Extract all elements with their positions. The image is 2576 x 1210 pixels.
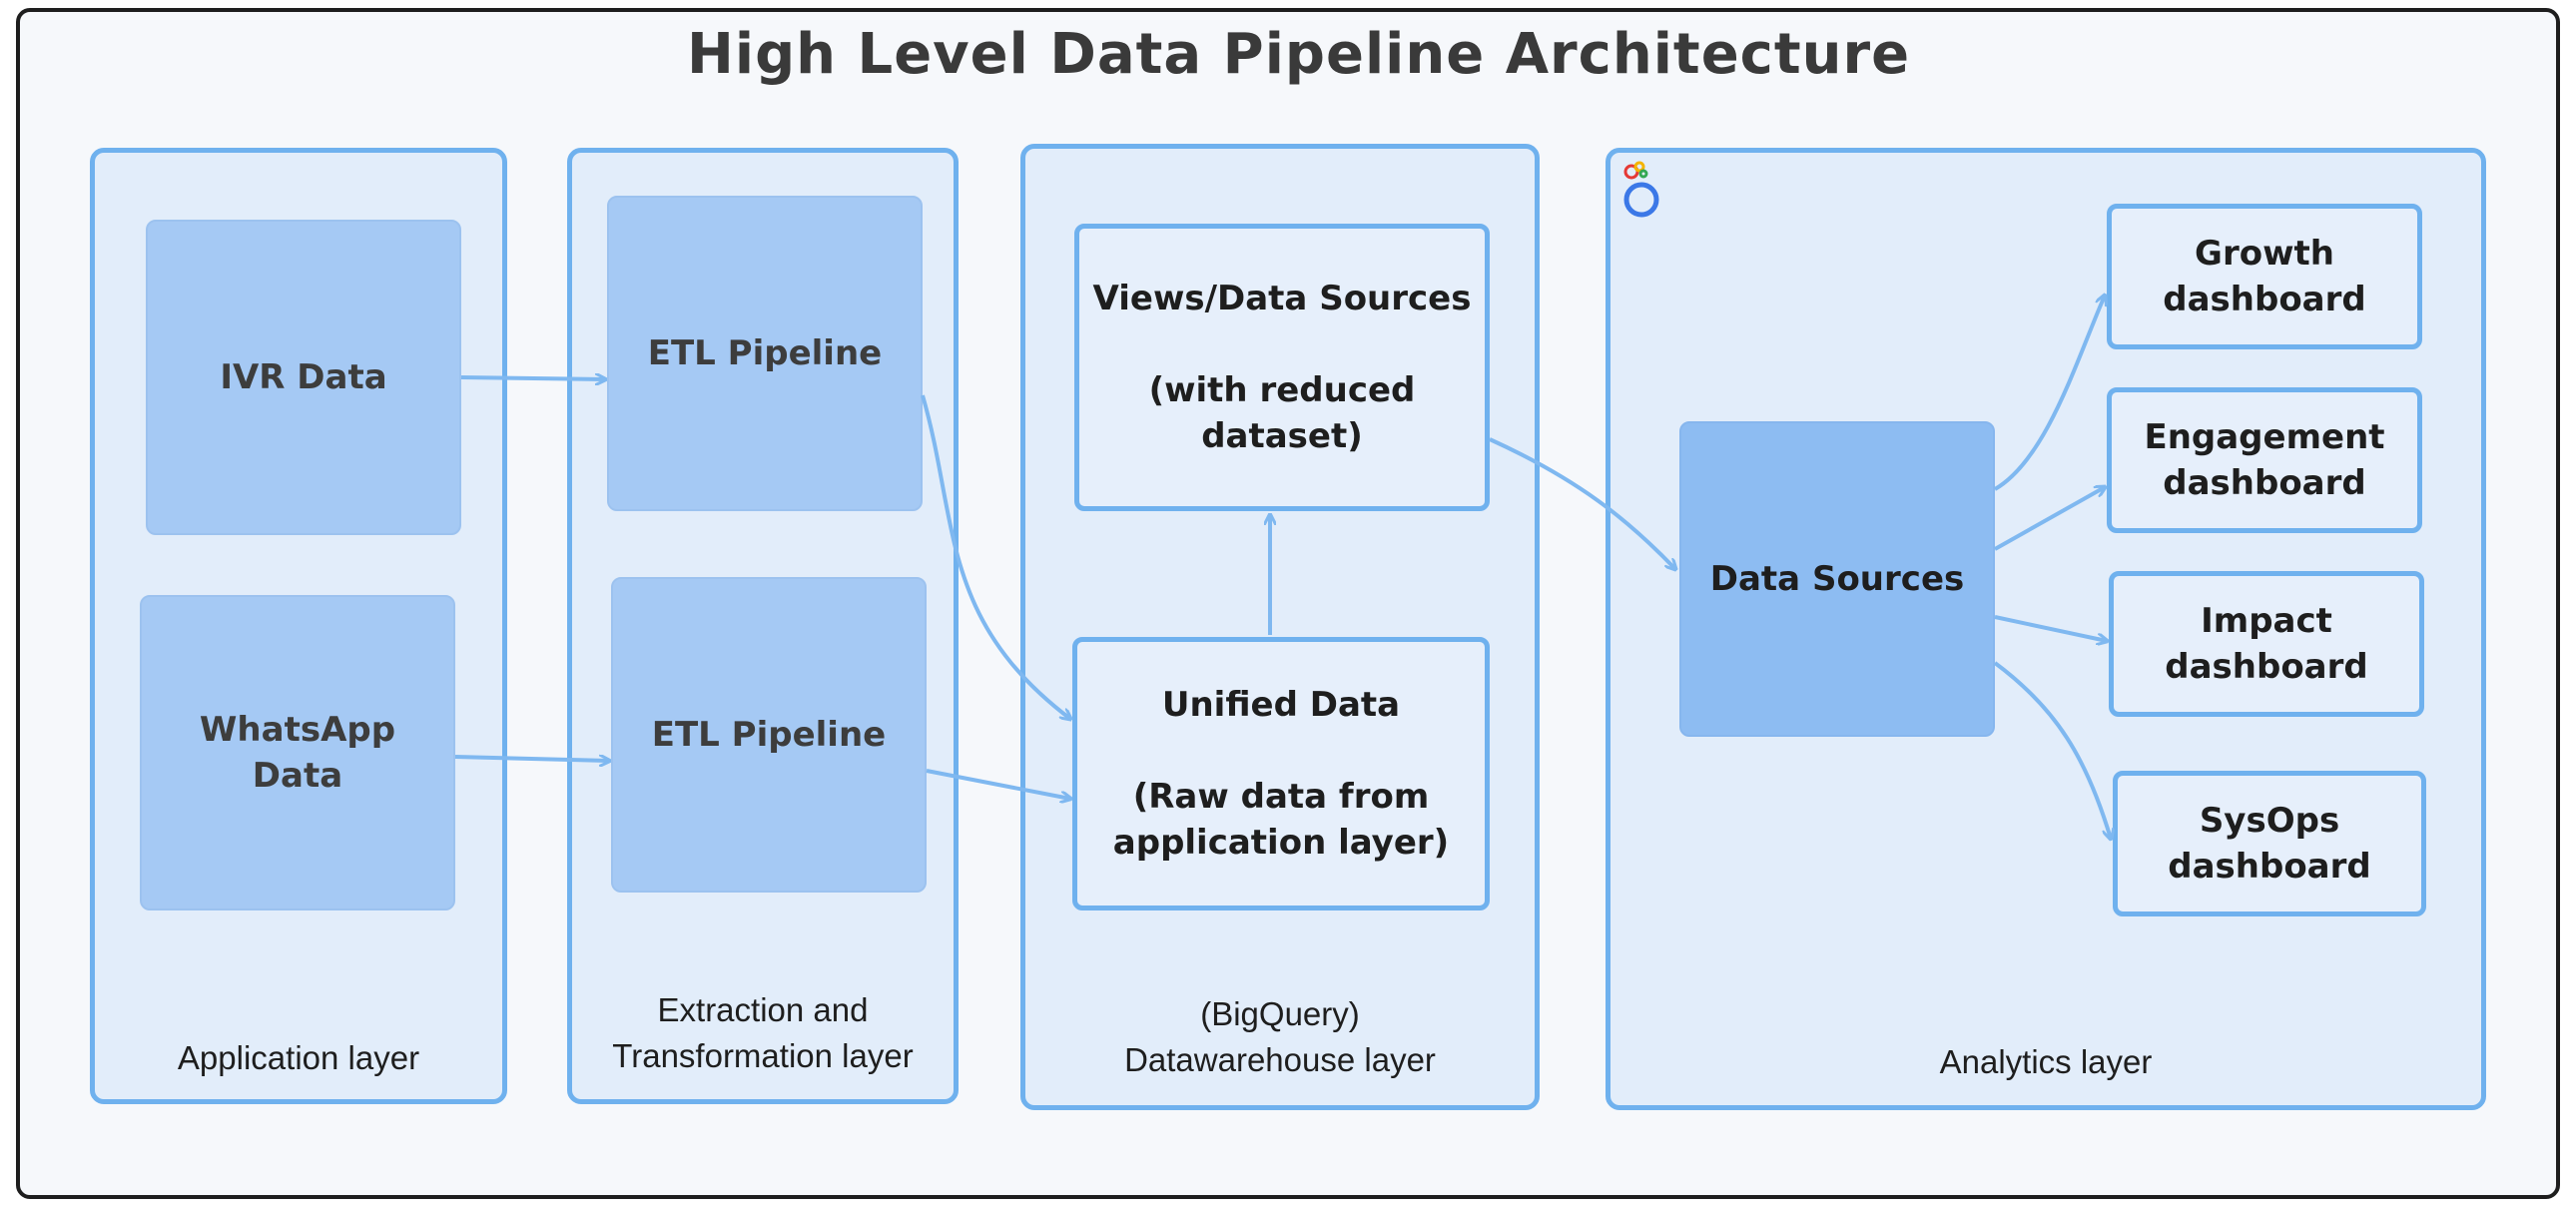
- whatsapp-data-box: WhatsApp Data: [140, 595, 455, 910]
- sysops-dashboard-box: SysOps dashboard: [2113, 771, 2426, 916]
- arrow-datasources-to-growth: [1993, 296, 2105, 491]
- arrow-whatsapp-to-etl2: [454, 757, 609, 761]
- ivr-data-box: IVR Data: [146, 220, 461, 535]
- arrow-datasources-to-sysops: [1993, 661, 2111, 839]
- warehouse-layer-label: (BigQuery) Datawarehouse layer: [1124, 995, 1436, 1078]
- etl-pipeline-1-label: ETL Pipeline: [647, 333, 883, 373]
- arrow-datasources-to-impact: [1994, 615, 2107, 641]
- diagram-title: High Level Data Pipeline Architecture: [687, 22, 1911, 87]
- data-sources-label: Data Sources: [1709, 559, 1965, 599]
- views-data-sources-box: Views/Data Sources (with reduced dataset…: [1074, 224, 1490, 511]
- etl-pipeline-2-label: ETL Pipeline: [651, 715, 887, 755]
- arrow-ivr-to-etl1: [460, 377, 605, 379]
- application-layer-label: Application layer: [177, 1039, 420, 1076]
- unified-data-box: Unified Data (Raw data from application …: [1072, 637, 1490, 910]
- arrow-datasources-to-engagement: [1994, 487, 2105, 551]
- arrow-etl2-to-unified: [926, 769, 1070, 799]
- unified-data-label: Unified Data (Raw data from application …: [1112, 685, 1450, 863]
- engagement-dashboard-box: Engagement dashboard: [2107, 387, 2422, 533]
- growth-dashboard-label: Growth dashboard: [2163, 234, 2366, 319]
- growth-dashboard-box: Growth dashboard: [2107, 204, 2422, 349]
- etl-pipeline-2-box: ETL Pipeline: [611, 577, 927, 893]
- arrow-views-to-datasources: [1489, 437, 1675, 569]
- etl-pipeline-1-box: ETL Pipeline: [607, 196, 923, 511]
- ivr-data-label: IVR Data: [220, 357, 387, 397]
- whatsapp-data-label: WhatsApp Data: [199, 710, 396, 796]
- looker-studio-icon: [1623, 161, 1659, 218]
- views-data-sources-label: Views/Data Sources (with reduced dataset…: [1092, 279, 1472, 456]
- impact-dashboard-label: Impact dashboard: [2165, 601, 2368, 687]
- extraction-layer-label: Extraction and Transformation layer: [612, 991, 914, 1074]
- impact-dashboard-box: Impact dashboard: [2109, 571, 2424, 717]
- data-sources-box: Data Sources: [1679, 421, 1995, 737]
- analytics-layer-label: Analytics layer: [1939, 1043, 2153, 1080]
- arrow-etl1-to-unified: [921, 394, 1070, 719]
- sysops-dashboard-label: SysOps dashboard: [2168, 801, 2371, 887]
- engagement-dashboard-label: Engagement dashboard: [2144, 417, 2385, 503]
